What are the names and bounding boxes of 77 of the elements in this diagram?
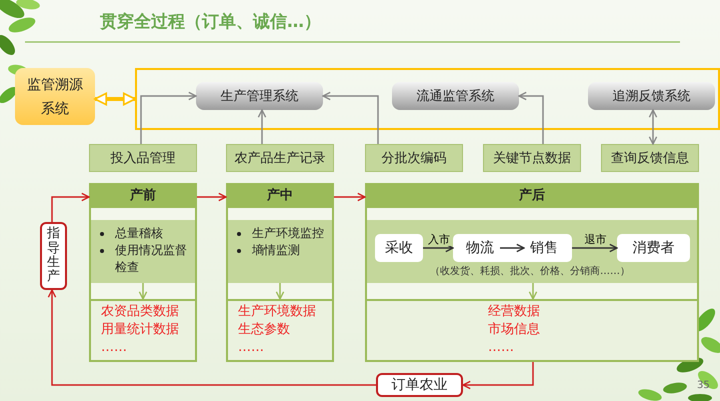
data-item: …… xyxy=(238,339,265,357)
stage-card xyxy=(89,183,197,362)
arrow xyxy=(48,289,376,386)
arrow xyxy=(276,283,284,300)
data-item: 市场信息 xyxy=(488,321,541,339)
arrow xyxy=(140,92,197,144)
arrow xyxy=(258,109,266,144)
stage-card xyxy=(365,183,699,362)
task-panel xyxy=(228,220,332,283)
data-tag-box xyxy=(483,144,581,172)
data-panel xyxy=(91,299,195,360)
step-box xyxy=(453,234,572,262)
tag-label: 投入品管理 xyxy=(110,150,176,167)
step-label: 消费者 xyxy=(632,239,674,257)
arrow xyxy=(334,192,366,202)
note-text: （收发货、耗损、批次、价格、分销商……） xyxy=(430,264,630,278)
step-label: 销售 xyxy=(524,238,564,258)
system-box xyxy=(15,68,95,125)
stage-header: 产后 xyxy=(365,183,699,208)
arrow xyxy=(423,244,454,252)
system-label: 追溯反馈系统 xyxy=(612,88,690,105)
data-tag-box xyxy=(226,144,334,172)
arrow xyxy=(94,92,136,106)
step-box xyxy=(617,234,690,262)
arrow xyxy=(648,109,658,145)
arrow xyxy=(322,92,379,144)
system-label: 流通监管系统 xyxy=(416,88,494,105)
arrow xyxy=(500,244,525,252)
tag-label: 农产品生产记录 xyxy=(234,150,326,167)
edge-label: 入市 xyxy=(427,233,451,246)
tag-label: 分批次编码 xyxy=(382,150,446,167)
arrow xyxy=(518,92,544,144)
data-item: …… xyxy=(488,339,515,357)
data-tag-box xyxy=(601,144,699,172)
step-label: 物流 xyxy=(460,238,500,258)
arrow xyxy=(528,283,538,300)
data-tag-box xyxy=(89,144,197,172)
tag-label: 查询反馈信息 xyxy=(611,150,689,167)
frame-outline xyxy=(135,68,720,130)
arrow xyxy=(462,362,534,390)
page-number: 35 xyxy=(697,380,710,391)
system-box xyxy=(392,82,519,110)
arrow xyxy=(197,192,227,202)
task-item: 使用情况监督检查 xyxy=(115,243,187,274)
order-label: 订单农业 xyxy=(392,376,448,394)
data-panel xyxy=(228,299,332,360)
system-label: 监管溯源系统 xyxy=(26,76,84,118)
step-box xyxy=(375,234,423,262)
data-item: 用量统计数据 xyxy=(101,321,180,339)
guide-box xyxy=(40,222,67,290)
data-item: 生态参数 xyxy=(238,321,291,339)
task-item: 生产环境监控 xyxy=(252,226,324,240)
arrow xyxy=(572,244,618,252)
step-label: 采收 xyxy=(385,239,413,257)
task-item: 总量稽核 xyxy=(115,226,163,240)
data-item: 农资品类数据 xyxy=(101,303,180,321)
guide-label: 指导生产 xyxy=(47,227,60,285)
arrow xyxy=(138,283,148,300)
stage-header: 产中 xyxy=(226,183,334,208)
system-label: 生产管理系统 xyxy=(220,88,298,105)
data-item: 经营数据 xyxy=(488,303,541,321)
edge-label: 退市 xyxy=(584,233,608,246)
arrow xyxy=(51,192,90,222)
task-panel xyxy=(91,220,195,283)
system-box xyxy=(588,82,715,110)
tag-label: 关键节点数据 xyxy=(493,150,571,167)
task-item: 墒情监测 xyxy=(252,243,300,257)
title: 贯穿全过程（订单、诚信…） xyxy=(100,11,321,33)
stage-card xyxy=(226,183,334,362)
order-box xyxy=(376,373,463,397)
data-item: 生产环境数据 xyxy=(238,303,317,321)
stage-header: 产前 xyxy=(89,183,197,208)
data-panel xyxy=(367,299,697,360)
data-item: …… xyxy=(101,339,128,357)
data-tag-box xyxy=(365,144,463,172)
system-box xyxy=(196,82,323,110)
process-panel xyxy=(367,220,697,283)
